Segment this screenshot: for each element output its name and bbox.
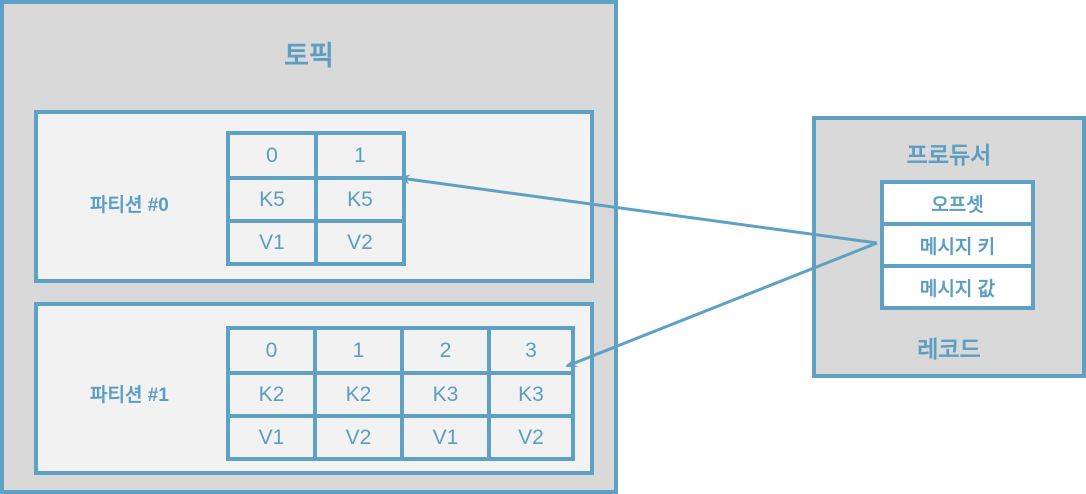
value-cell: V2 [314,219,406,266]
partition-0: 파티션 #0 0 1 K5 K5 V1 V2 [34,110,594,283]
record: 오프셋 메시지 키 메시지 값 [880,180,1035,310]
topic-title: 토픽 [284,41,334,71]
record-field-offset: 오프셋 [880,180,1035,226]
value-cell: V1 [226,414,317,461]
partition-label: 파티션 #0 [90,195,169,216]
value-cell: V1 [226,219,318,266]
partition-0-log: 0 1 K5 K5 V1 V2 [226,131,406,266]
arrow-to-partition-1 [565,241,878,368]
key-cell: K2 [226,371,317,418]
producer-container: 프로듀서 오프셋 메시지 키 메시지 값 레코드 [812,116,1086,378]
producer-title: 프로듀서 [906,142,992,168]
value-cell: V2 [487,414,575,461]
offset-cell: 0 [226,131,318,180]
record-label: 레코드 [917,336,981,362]
partition-1-log: 0 1 2 3 K2 K2 K3 K3 V1 V2 V1 V2 [226,326,575,461]
partition-1: 파티션 #1 0 1 2 3 K2 K2 K3 K3 V1 V2 V1 V2 [34,302,594,475]
key-cell: K3 [400,371,491,418]
record-field-message-value: 메시지 값 [880,264,1035,310]
value-cell: V2 [313,414,404,461]
offset-cell: 3 [487,326,575,375]
topic-container: 토픽 파티션 #0 0 1 K5 K5 V1 V2 파티션 #1 0 1 2 3… [0,0,618,494]
partition-label: 파티션 #1 [90,385,169,406]
key-cell: K3 [487,371,575,418]
arrow-to-partition-0 [398,174,878,245]
